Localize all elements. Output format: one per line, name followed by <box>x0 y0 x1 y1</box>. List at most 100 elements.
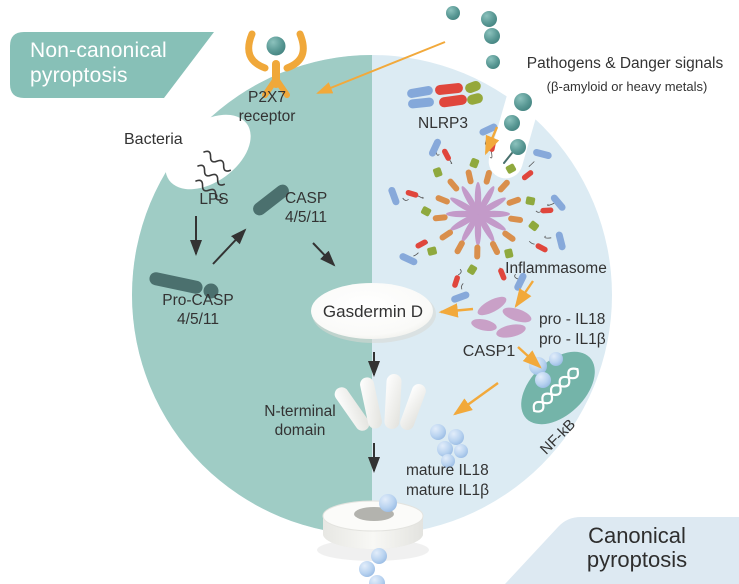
inflammasome-capsule <box>415 239 428 249</box>
inflammasome-capsule <box>506 196 522 206</box>
casp1-petals <box>471 296 532 338</box>
bacteria-label: Bacteria <box>124 131 183 148</box>
connector-strand <box>528 240 535 245</box>
arrow-inflammasome-to-casp1 <box>514 280 534 308</box>
pro-il18-label: pro - IL18 <box>539 311 606 328</box>
pro-casp-rod <box>149 272 219 299</box>
inflammasome-capsule <box>447 178 460 192</box>
inflammasome-spoke <box>477 213 495 242</box>
mature-cytokine-balls <box>430 424 468 468</box>
banner-nc-line1: Non-canonical <box>30 39 167 62</box>
arrow-casp1-to-gasdermin <box>438 303 474 318</box>
inflammasome-capsule <box>508 215 524 223</box>
non-canonical-banner <box>10 32 214 98</box>
casp-4-5-11-label: CASP 4/5/11 <box>285 189 327 227</box>
pore-ball-top <box>379 494 397 512</box>
lps-squiggles <box>195 150 232 201</box>
nterm-line2: domain <box>274 422 326 439</box>
inflammasome-capsule <box>441 148 452 161</box>
inflammasome-spoke <box>450 213 479 231</box>
inflammasome-capsule <box>540 207 554 214</box>
inflammasome-capsule <box>439 229 454 241</box>
banner-nc-line2: pyroptosis <box>30 64 128 87</box>
inflammasome-capsule <box>533 148 552 160</box>
inflammasome-capsule <box>435 195 450 205</box>
pathogens-title-label: Pathogens & Danger signals <box>526 55 724 72</box>
mature-il1b-label: mature IL1β <box>406 482 490 499</box>
inflammasome-adapter <box>427 246 438 256</box>
inflammasome-spoke <box>477 186 495 215</box>
connector-strand <box>547 202 555 206</box>
inflammasome-capsule <box>483 169 492 185</box>
inflammasome-capsule <box>498 268 507 281</box>
black-arrows <box>190 216 380 473</box>
inflammasome-spoke <box>450 197 479 215</box>
gasdermin-label: Gasdermin D <box>322 302 424 321</box>
inflammasome-capsule <box>452 275 461 288</box>
inflammasome-adapter <box>469 158 480 169</box>
inflammasome-capsule <box>555 231 566 251</box>
inflammasome-capsule <box>451 291 470 303</box>
inflammasome-capsule <box>405 189 419 198</box>
nterminal-fingers <box>334 374 426 431</box>
arrow-procasp-to-casp <box>212 228 247 265</box>
nlrp3-label: NLRP3 <box>418 115 468 132</box>
nlrp3-molecule <box>407 80 483 109</box>
inflammasome-capsule <box>550 194 566 211</box>
inflammasome-adapter <box>525 196 536 206</box>
inflammasome-capsule <box>428 138 442 157</box>
inflammasome-capsule <box>388 186 400 206</box>
inflammasome-adapter <box>467 264 478 275</box>
arrow-casp1-to-nfkb <box>517 346 542 369</box>
inflammasome-capsule <box>497 179 510 193</box>
mature-il18-label: mature IL18 <box>406 462 489 479</box>
gasdermin-oval <box>311 283 436 343</box>
inflammasome-adapter <box>505 163 517 174</box>
banner-c-line2: pyroptosis <box>586 547 688 572</box>
p2x7-line2: receptor <box>238 108 296 125</box>
inflammasome-capsule <box>479 123 498 136</box>
banner-c-line1: Canonical <box>588 523 686 548</box>
connector-strand <box>402 197 409 201</box>
inflammasome-capsule <box>502 230 516 242</box>
p2x7-receptor-graphic <box>245 30 307 98</box>
inflammasome-spoke <box>477 197 506 215</box>
arrow-pathogen-to-p2x7 <box>316 41 446 94</box>
pro-casp-label: Pro-CASP 4/5/11 <box>162 291 234 329</box>
inflammasome-capsule <box>399 253 418 266</box>
inflammasome-capsule <box>489 240 501 256</box>
canonical-banner-label: Canonical pyroptosis <box>587 524 687 572</box>
inflammasome-capsule <box>474 244 481 260</box>
connector-strand <box>458 268 462 276</box>
connector-strand <box>460 283 464 290</box>
inflammasome-spoke <box>461 186 479 215</box>
membrane-pore <box>317 494 429 584</box>
connector-strand <box>416 194 424 199</box>
pathogen-balls <box>446 6 532 164</box>
inflammasome-spoke <box>461 213 479 242</box>
inflammasome-capsule <box>465 169 474 185</box>
inflammasome-capsule <box>535 243 548 253</box>
dna-helix <box>532 367 579 413</box>
ligand-ball <box>266 36 286 56</box>
pathogens-subtitle-label: (β-amyloid or heavy metals) <box>546 79 708 94</box>
inflammasome-capsule <box>432 214 448 222</box>
connector-strand <box>413 252 419 257</box>
canonical-banner <box>505 517 739 584</box>
lps-label: LPS <box>199 191 229 208</box>
inflammasome-adapter <box>528 220 540 232</box>
pro-casp-line1: Pro-CASP <box>162 292 234 309</box>
inflammasome-spoke <box>477 213 506 231</box>
inflammasome-label: Inflammasome <box>505 260 607 277</box>
inflammasome-adapter <box>504 248 514 259</box>
connector-strand <box>544 235 552 239</box>
pro-il1b-label: pro - IL1β <box>539 331 606 348</box>
nterm-line1: N-terminal <box>264 403 336 420</box>
inflammasome-complex <box>388 123 566 303</box>
p2x7-line1: P2X7 <box>248 89 286 106</box>
inflammasome-capsule <box>521 170 534 181</box>
casp-line1: CASP <box>285 190 328 207</box>
inflammasome-adapter <box>432 167 443 178</box>
casp1-label: CASP1 <box>462 343 516 360</box>
